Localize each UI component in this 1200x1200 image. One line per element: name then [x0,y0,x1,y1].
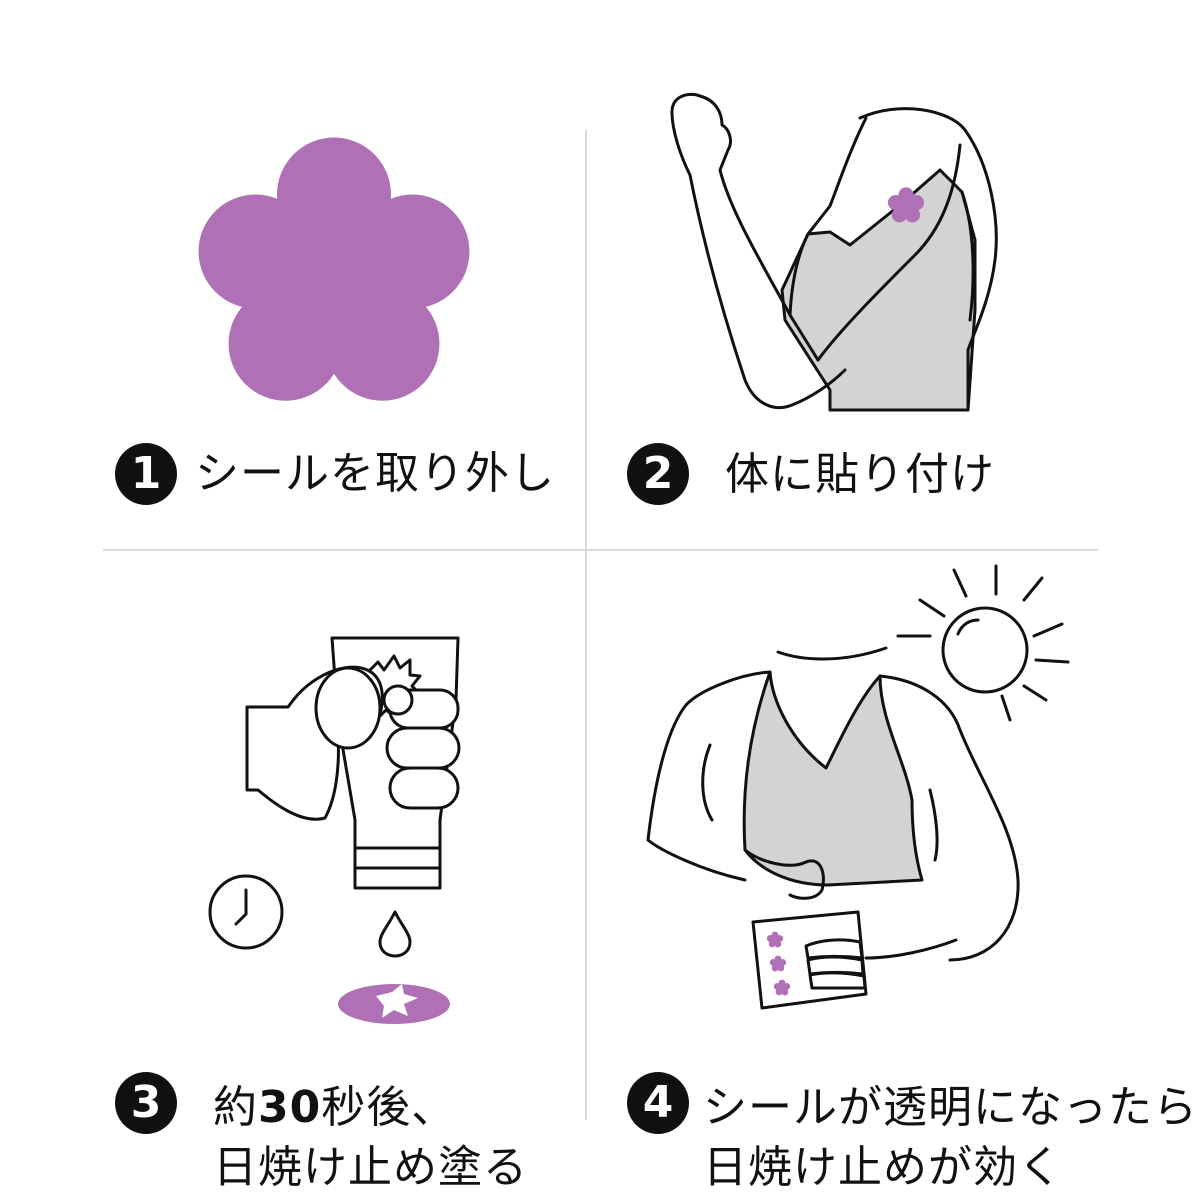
step-number-badge: 1 [115,443,177,505]
step-label: シールを取り外し [195,444,555,504]
step-label-suffix: 秒後、 [321,1082,457,1133]
step-label-line: 体に貼り付け [725,449,995,500]
step-2: 2 体に貼り付け [627,443,995,505]
horizontal-divider [103,549,1098,551]
vertical-divider [585,130,587,1120]
step-label-line: 日焼け止めが効く [703,1142,1063,1193]
step-label-line: シールを取り外し [195,448,555,499]
flower-sticker-icon [198,137,470,401]
sunscreen-tube-squeeze-icon [245,636,461,890]
step-number-badge: 4 [627,1072,689,1134]
drop-icon [378,910,412,958]
sticker-card-icon [751,910,868,1010]
sun-icon [896,564,1070,722]
flower-sticker-icon [338,984,450,1024]
step-label-prefix: 約 [213,1082,258,1133]
step-label: 体に貼り付け [725,445,995,505]
step-number-badge: 3 [115,1072,177,1134]
torso-icon [646,646,1020,962]
step-1: 1 シールを取り外し [115,443,555,505]
step-3: 3 約30秒後、 日焼け止め塗る [115,1072,528,1198]
step-4: 4 シールが透明になったら、 日焼け止めが効く [627,1072,1200,1198]
step-label-line: 日焼け止め塗る [213,1142,528,1193]
step-label-line: 約30秒後、 [213,1078,528,1138]
step-label: 約30秒後、 日焼け止め塗る [213,1078,528,1198]
step-number-badge: 2 [627,443,689,505]
step-label: シールが透明になったら、 日焼け止めが効く [703,1078,1200,1198]
step-label-seconds: 30 [258,1082,322,1133]
raised-arm-with-sticker-icon [670,92,998,412]
step-label-line: シールが透明になったら、 [703,1082,1200,1133]
clock-icon [208,874,284,950]
